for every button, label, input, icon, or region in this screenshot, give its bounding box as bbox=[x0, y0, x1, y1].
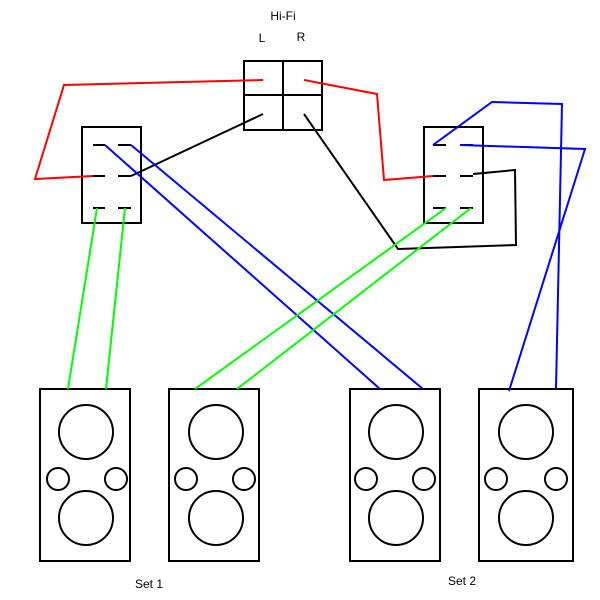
hifi-left-label: L bbox=[259, 31, 266, 45]
speaker-3-port-left bbox=[354, 467, 378, 491]
speaker-1-driver-top bbox=[58, 404, 114, 460]
hifi-title: Hi-Fi bbox=[270, 9, 295, 23]
set-1-label: Set 1 bbox=[135, 577, 163, 591]
speaker-4-driver-bottom bbox=[498, 490, 554, 546]
hifi-amplifier bbox=[243, 60, 323, 131]
speaker-2-port-right bbox=[232, 467, 256, 491]
red-wire-left bbox=[33, 79, 264, 181]
speaker-2 bbox=[168, 388, 260, 562]
blue-wire-right-2 bbox=[459, 144, 587, 392]
set-2-label: Set 2 bbox=[448, 574, 476, 588]
speaker-4 bbox=[478, 388, 574, 562]
speaker-1-driver-bottom bbox=[58, 490, 114, 546]
speaker-1-port-left bbox=[46, 467, 70, 491]
red-wire-right bbox=[303, 79, 434, 182]
speaker-1-port-right bbox=[104, 467, 128, 491]
switch-box-right bbox=[423, 126, 484, 224]
hifi-right-label: R bbox=[297, 30, 306, 44]
green-wire-right-2 bbox=[236, 207, 472, 390]
speaker-2-port-left bbox=[174, 467, 198, 491]
speaker-3-driver-bottom bbox=[368, 490, 424, 546]
black-wire-right bbox=[303, 113, 518, 251]
speaker-3-port-right bbox=[412, 467, 436, 491]
green-wire-right-1 bbox=[194, 207, 447, 390]
speaker-4-port-left bbox=[484, 467, 508, 491]
speaker-4-driver-top bbox=[498, 404, 554, 460]
speaker-3-driver-top bbox=[368, 404, 424, 460]
speaker-1 bbox=[39, 388, 131, 562]
green-wire-left-1 bbox=[67, 207, 98, 390]
blue-wire-right-1 bbox=[432, 100, 564, 390]
switch-box-right-frame bbox=[423, 126, 484, 224]
speaker-4-port-right bbox=[544, 467, 568, 491]
speaker-3 bbox=[349, 388, 441, 562]
blue-wire-left-1 bbox=[104, 144, 381, 390]
speaker-2-driver-top bbox=[188, 404, 244, 460]
black-wire-left bbox=[130, 113, 264, 177]
speaker-2-driver-bottom bbox=[188, 490, 244, 546]
blue-wire-left-2 bbox=[130, 144, 424, 390]
green-wire-left-2 bbox=[105, 207, 126, 390]
